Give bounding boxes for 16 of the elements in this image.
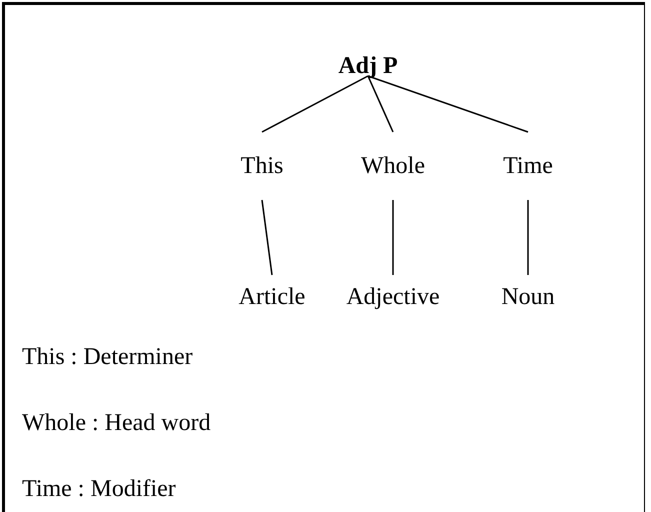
tree-branch-line	[368, 75, 528, 133]
tree-branch-line	[392, 200, 394, 275]
tree-node-word: Noun	[488, 275, 568, 319]
definition-note: This : Determiner	[22, 343, 193, 371]
tree-node-word: This	[227, 132, 297, 200]
root-phrase-label: Adj P	[328, 56, 408, 76]
definition-note: Whole : Head word	[22, 409, 211, 437]
tree-branch-line	[262, 75, 368, 133]
definition-note: Time : Modifier	[22, 475, 176, 503]
tree-branch-line	[367, 76, 394, 132]
tree-branch-line	[527, 200, 529, 275]
tree-branch-line	[261, 200, 273, 276]
tree-node-word: Time	[493, 132, 563, 200]
tree-node-word: Article	[222, 275, 322, 319]
tree-node-word: Adjective	[333, 275, 453, 319]
tree-node-word: Whole	[348, 132, 438, 200]
